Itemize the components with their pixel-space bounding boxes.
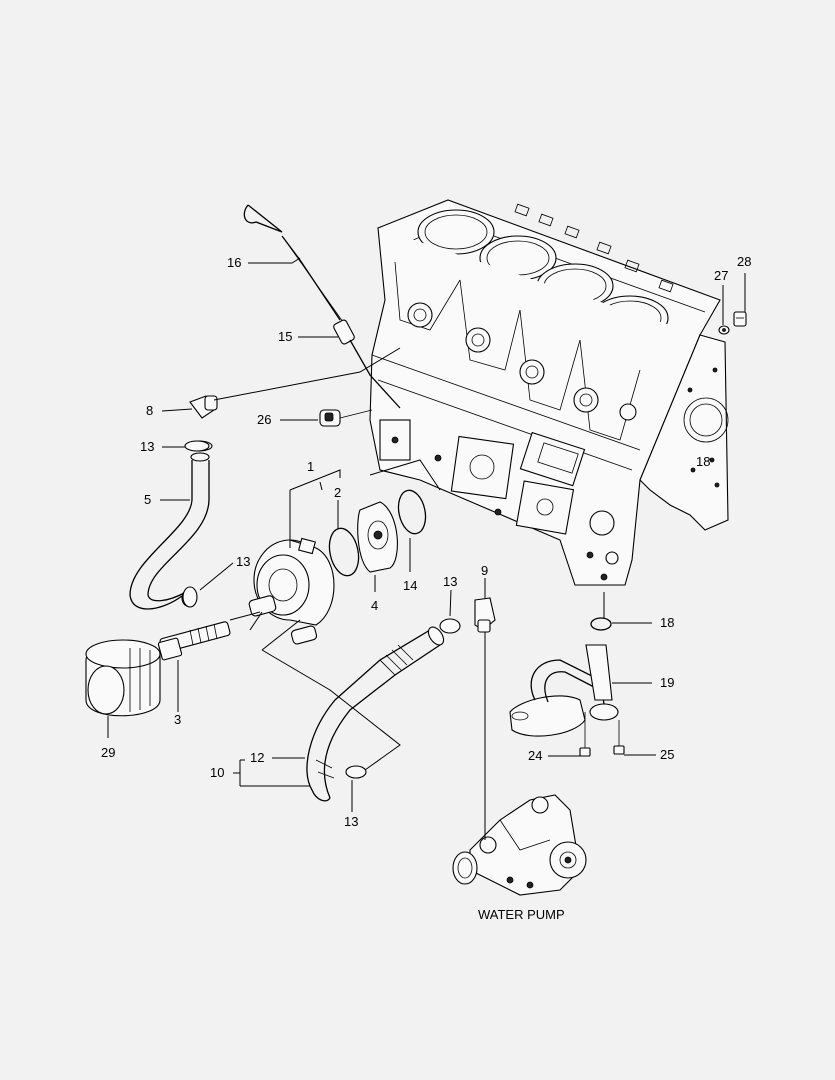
washer [718,325,730,335]
callout-18-oring: 18 [660,615,674,630]
callout-15: 15 [278,329,292,344]
plug-bolt [733,311,747,327]
filter-head [357,501,398,573]
callout-13-lower: 13 [344,814,358,829]
callout-13-upper: 13 [140,439,154,454]
callout-26: 26 [257,412,271,427]
elbow-fitting [189,347,401,419]
strainer-o-ring [590,617,612,631]
hose-clamp-mid [182,586,198,608]
callout-27: 27 [714,268,728,283]
water-elbow-fitting [474,597,496,633]
water-pump [452,794,587,896]
callout-12: 12 [250,750,264,765]
callout-25: 25 [660,747,674,762]
oil-filter [85,639,161,717]
callout-8: 8 [146,403,153,418]
callout-13-mid: 13 [236,554,250,569]
hose-clamp-upper [184,440,210,452]
callout-29: 29 [101,745,115,760]
callout-10: 10 [210,765,224,780]
callout-16: 16 [227,255,241,270]
oil-cooler-inlet-hose [129,440,213,610]
callout-3: 3 [174,712,181,727]
callout-24: 24 [528,748,542,763]
oil-strainer [509,644,619,737]
dipstick [243,204,344,323]
callout-labels: 1 2 3 4 5 8 9 10 12 13 13 13 13 14 15 16… [101,254,751,829]
oil-cooler-assembly [248,537,335,645]
callout-1: 1 [307,459,314,474]
callout-18-block: 18 [696,454,710,469]
callout-14: 14 [403,578,417,593]
callout-4: 4 [371,598,378,613]
leader-lines [107,257,746,840]
callout-9: 9 [481,563,488,578]
callout-28: 28 [737,254,751,269]
o-ring [328,527,360,577]
callout-13-right: 13 [443,574,457,589]
callout-5: 5 [144,492,151,507]
dipstick-guide-tube [333,319,401,409]
oil-pressure-switch [319,409,373,427]
oil-cooler-outlet-hose [306,626,445,802]
filter-connector [157,611,261,661]
callout-19: 19 [660,675,674,690]
callout-2: 2 [334,485,341,500]
gasket [397,489,427,535]
strainer-bolt-left [579,712,591,757]
cylinder-block [369,199,729,586]
strainer-bolt-right [613,720,625,755]
hose-clamp-right [439,618,461,634]
water-pump-caption: WATER PUMP [478,907,565,922]
